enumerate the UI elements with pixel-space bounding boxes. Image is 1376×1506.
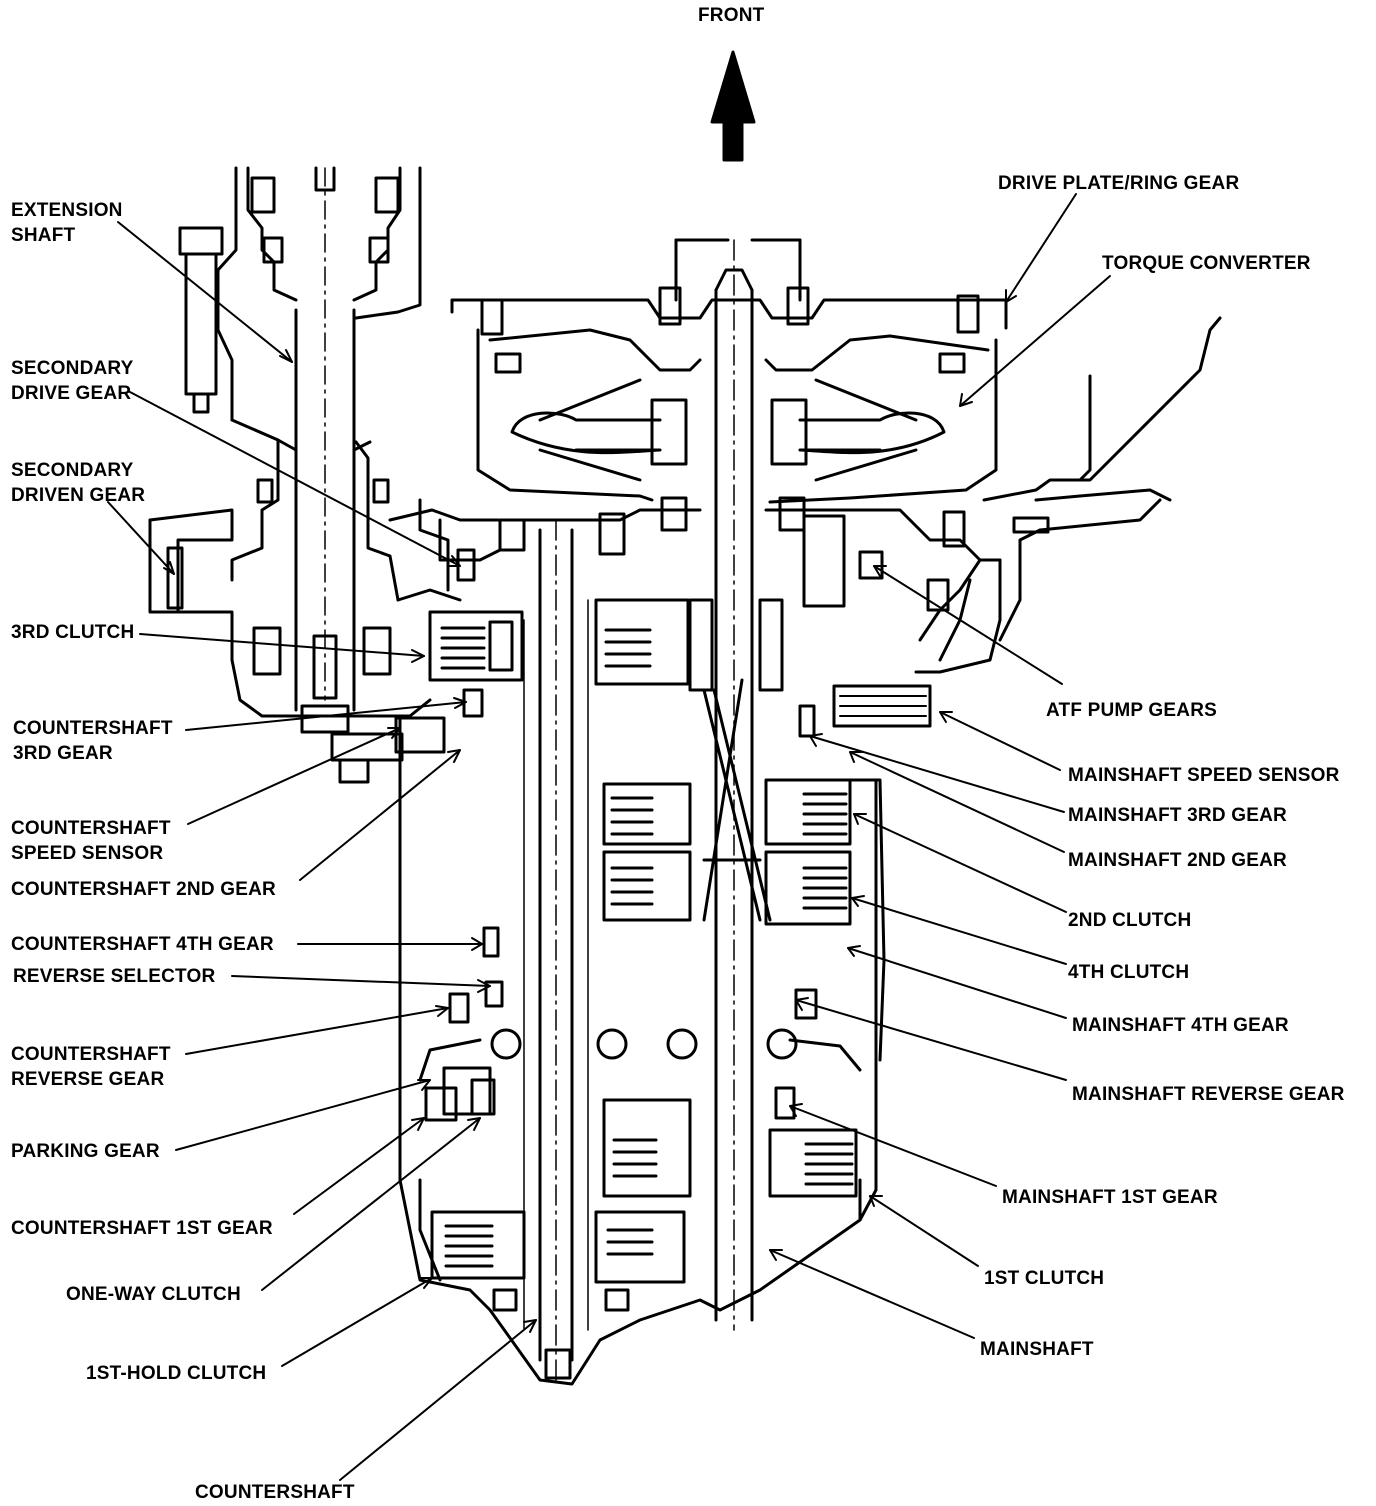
label-mainshaft-4th-gear: MAINSHAFT 4TH GEAR — [1072, 1015, 1289, 1036]
label-1st-hold-clutch: 1ST-HOLD CLUTCH — [86, 1363, 267, 1384]
clutch-packs — [428, 598, 858, 1284]
label-secondary-driven-gear: SECONDARY DRIVEN GEAR — [11, 458, 145, 508]
label-countershaft-1st-gear: COUNTERSHAFT 1ST GEAR — [11, 1218, 273, 1239]
torque-converter — [450, 238, 1008, 504]
label-countershaft-4th-gear: COUNTERSHAFT 4TH GEAR — [11, 934, 274, 955]
extension-shaft-assembly — [148, 166, 500, 734]
label-countershaft-reverse-gear: COUNTERSHAFT REVERSE GEAR — [11, 1042, 171, 1092]
label-line: COUNTERSHAFT — [11, 818, 171, 839]
label-parking-gear: PARKING GEAR — [11, 1141, 160, 1162]
label-reverse-selector: REVERSE SELECTOR — [13, 966, 216, 987]
label-drive-plate-ring-gear: DRIVE PLATE/RING GEAR — [998, 173, 1240, 194]
label-extension-shaft: EXTENSION SHAFT — [11, 198, 123, 248]
label-countershaft: COUNTERSHAFT — [195, 1482, 355, 1503]
gears — [330, 496, 932, 1380]
label-countershaft-3rd-gear: COUNTERSHAFT 3RD GEAR — [13, 716, 173, 766]
label-torque-converter: TORQUE CONVERTER — [1102, 253, 1311, 274]
label-line: SHAFT — [11, 225, 76, 246]
label-line: SECONDARY — [11, 358, 134, 379]
countershaft — [523, 519, 589, 1381]
label-line: DRIVE GEAR — [11, 383, 132, 404]
label-mainshaft-3rd-gear: MAINSHAFT 3RD GEAR — [1068, 805, 1287, 826]
label-3rd-clutch: 3RD CLUTCH — [11, 622, 135, 643]
label-one-way-clutch: ONE-WAY CLUTCH — [66, 1284, 241, 1305]
label-mainshaft: MAINSHAFT — [980, 1339, 1094, 1360]
label-line: EXTENSION — [11, 200, 123, 221]
label-2nd-clutch: 2ND CLUTCH — [1068, 910, 1192, 931]
label-atf-pump-gears: ATF PUMP GEARS — [1046, 700, 1217, 721]
mainshaft — [702, 239, 772, 1331]
label-line: 3RD GEAR — [13, 743, 113, 764]
label-4th-clutch: 4TH CLUTCH — [1068, 962, 1190, 983]
label-line: SPEED SENSOR — [11, 843, 164, 864]
leader-lines — [107, 193, 1111, 1481]
label-line: SECONDARY — [11, 460, 134, 481]
label-countershaft-2nd-gear: COUNTERSHAFT 2ND GEAR — [11, 879, 276, 900]
label-countershaft-speed-sensor: COUNTERSHAFT SPEED SENSOR — [11, 816, 171, 866]
front-arrow-icon — [710, 50, 756, 162]
label-1st-clutch: 1ST CLUTCH — [984, 1268, 1105, 1289]
label-line: COUNTERSHAFT — [11, 1044, 171, 1065]
front-label: FRONT — [698, 5, 765, 26]
label-line: REVERSE GEAR — [11, 1069, 165, 1090]
label-mainshaft-reverse-gear: MAINSHAFT REVERSE GEAR — [1072, 1084, 1345, 1105]
label-mainshaft-1st-gear: MAINSHAFT 1ST GEAR — [1002, 1187, 1218, 1208]
label-secondary-drive-gear: SECONDARY DRIVE GEAR — [11, 356, 134, 406]
label-line: COUNTERSHAFT — [13, 718, 173, 739]
label-mainshaft-2nd-gear: MAINSHAFT 2ND GEAR — [1068, 850, 1287, 871]
label-mainshaft-speed-sensor: MAINSHAFT SPEED SENSOR — [1068, 765, 1340, 786]
label-line: DRIVEN GEAR — [11, 485, 146, 506]
